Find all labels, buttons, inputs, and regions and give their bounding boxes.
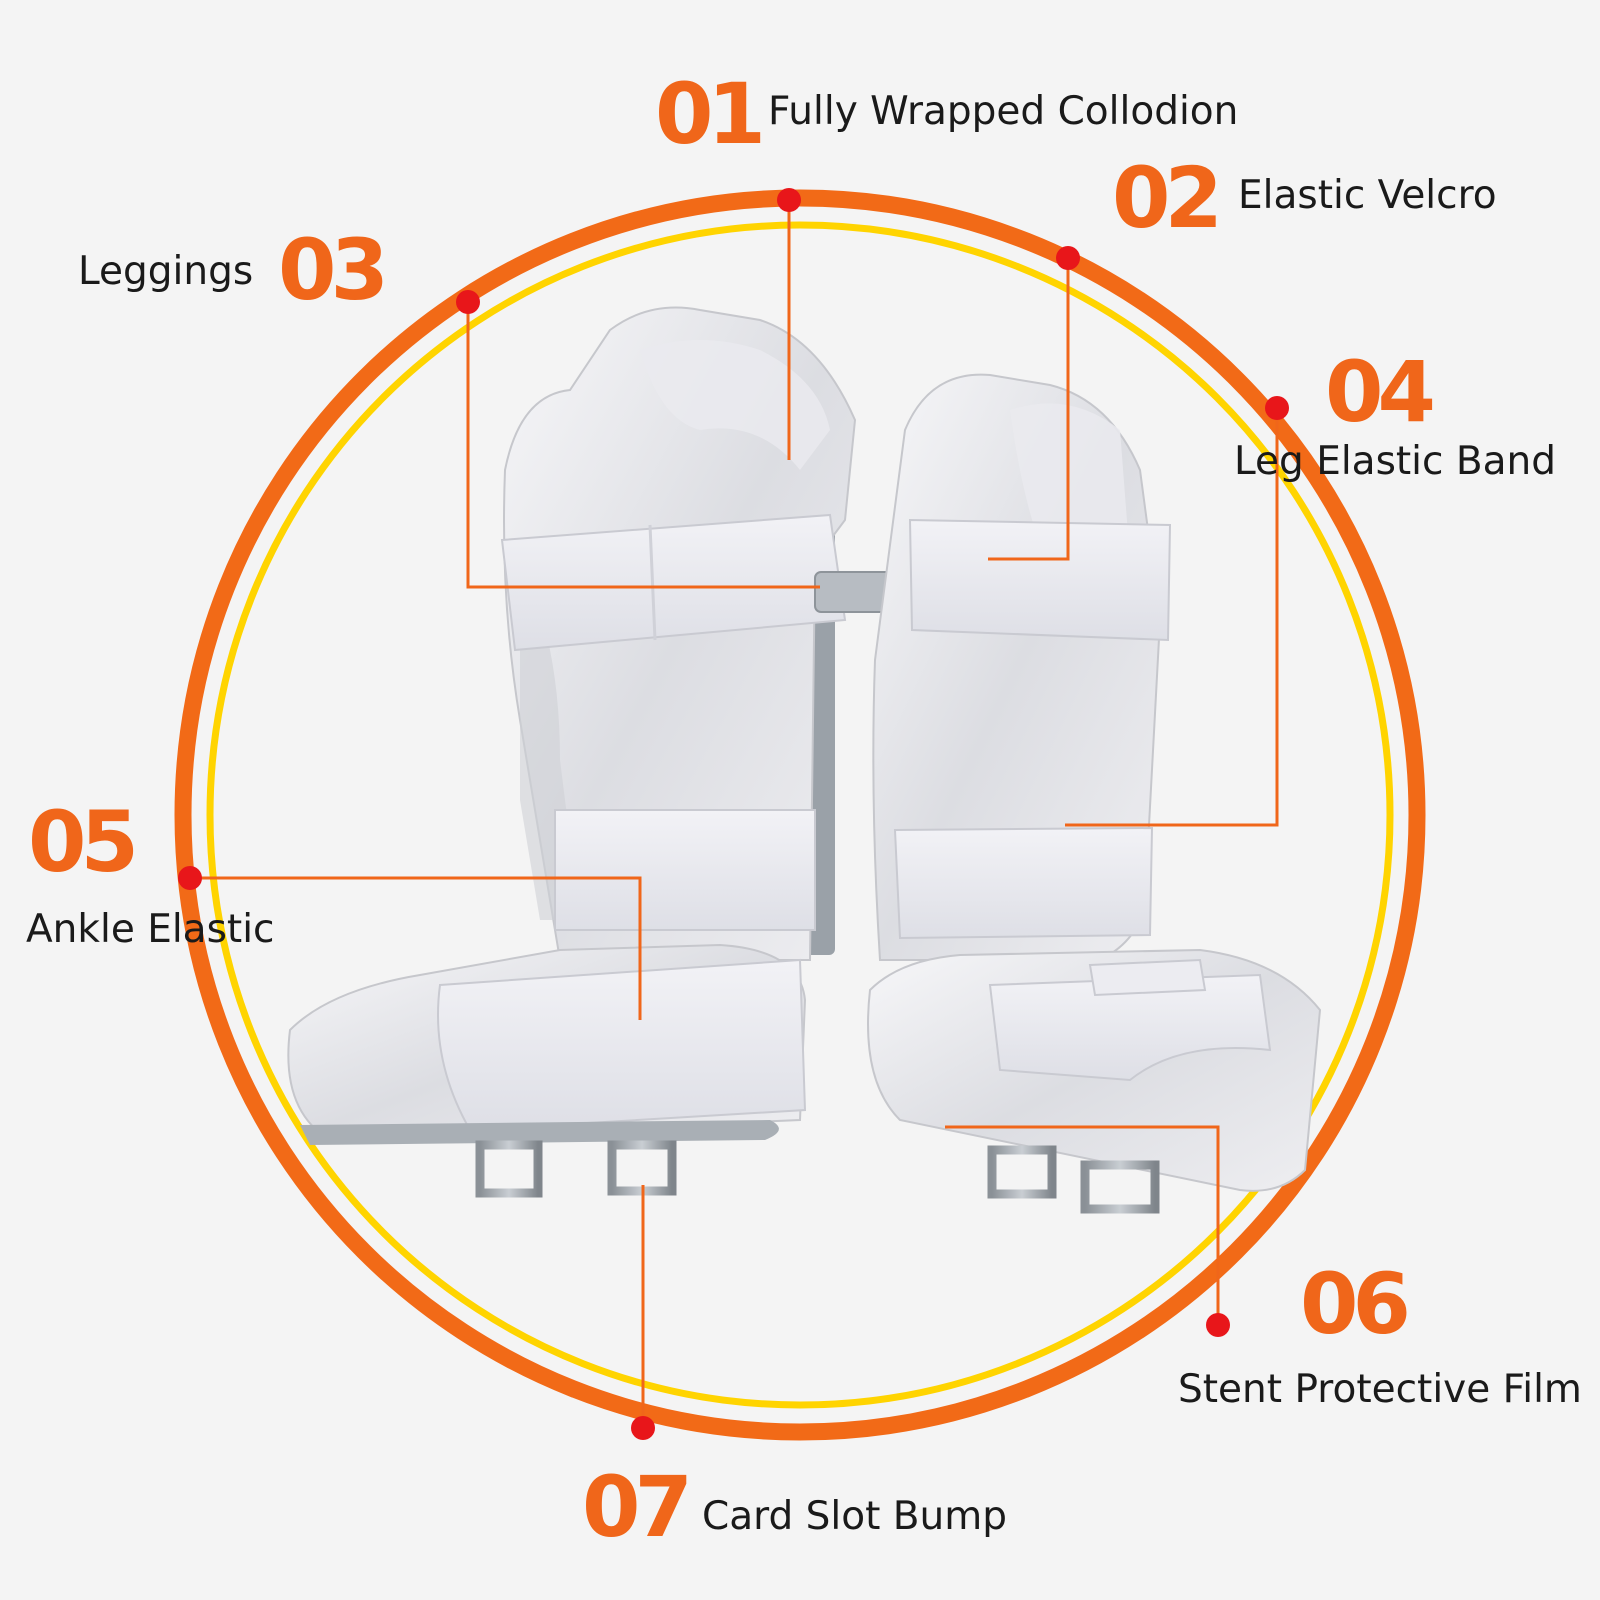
callout-05: 05	[28, 800, 139, 884]
leader-line-06	[945, 1125, 1220, 1325]
callout-dot-02	[1056, 246, 1080, 270]
callout-dot-06	[1206, 1313, 1230, 1337]
callout-02: 02	[1112, 156, 1223, 240]
callout-number-02: 02	[1112, 149, 1223, 247]
callout-dot-04	[1265, 396, 1289, 420]
callout-number-06: 06	[1300, 1255, 1411, 1353]
callout-number-03: 03	[278, 221, 389, 319]
left-boot	[287, 306, 857, 1198]
callout-01: 01	[655, 72, 766, 156]
callout-03: 03	[278, 228, 389, 312]
callout-label-04: Leg Elastic Band	[1234, 439, 1556, 484]
callout-number-01: 01	[655, 65, 766, 163]
callout-label-01: Fully Wrapped Collodion	[768, 89, 1239, 134]
right-boot	[867, 373, 1322, 1214]
callout-dot-01	[777, 188, 801, 212]
callout-number-07: 07	[582, 1458, 693, 1556]
leader-line-05	[190, 876, 642, 1020]
callout-label-07: Card Slot Bump	[702, 1494, 1007, 1539]
callout-label-06: Stent Protective Film	[1178, 1367, 1582, 1412]
leader-line-02	[988, 258, 1070, 561]
callout-06: 06	[1300, 1262, 1411, 1346]
inner-yellow-ring	[206, 221, 1394, 1409]
callout-label-03: Leggings	[78, 249, 254, 294]
callout-number-05: 05	[28, 793, 139, 891]
callout-label-02: Elastic Velcro	[1238, 173, 1497, 218]
callout-label-05: Ankle Elastic	[26, 907, 275, 952]
leader-line-03	[466, 302, 820, 589]
callout-07: 07	[582, 1465, 693, 1549]
callout-dot-07	[631, 1416, 655, 1440]
callout-number-04: 04	[1325, 343, 1436, 441]
leader-line-04	[1065, 408, 1279, 827]
callout-dot-05	[178, 866, 202, 890]
callout-dot-03	[456, 290, 480, 314]
callout-04: 04	[1325, 350, 1436, 434]
